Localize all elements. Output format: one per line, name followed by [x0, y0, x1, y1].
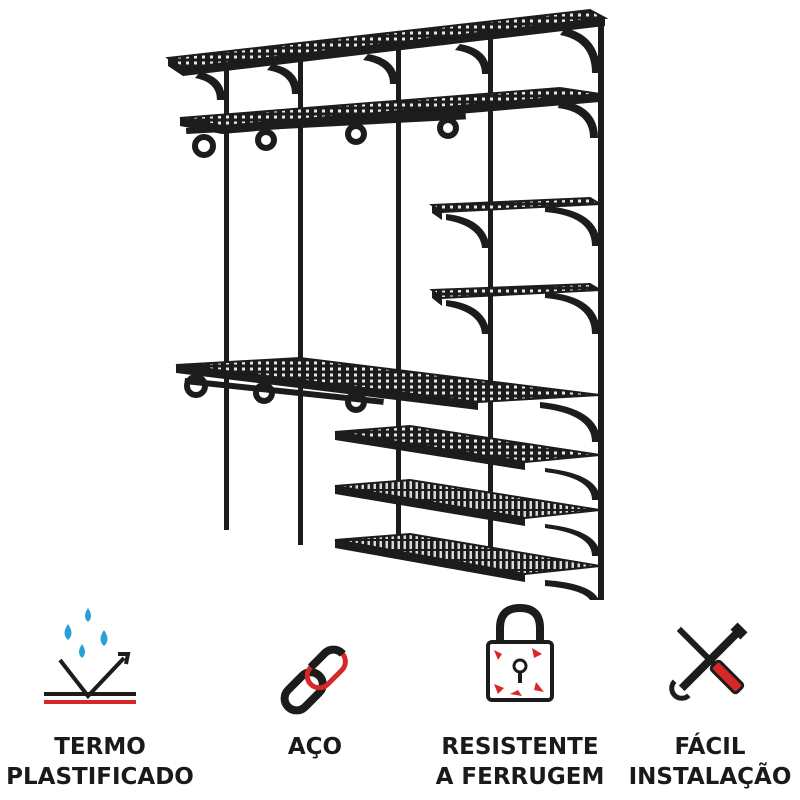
feature-label: RESISTENTE A FERRUGEM — [435, 734, 605, 790]
feature-label: FÁCIL INSTALAÇÃO — [628, 734, 792, 790]
feature-thermo-plastic: TERMO PLASTIFICADO — [0, 600, 200, 800]
feature-rust-resistant: RESISTENTE A FERRUGEM — [420, 600, 620, 800]
closet-shelving-illustration — [165, 8, 609, 600]
bottom-shelves — [334, 424, 601, 600]
upper-hanging-shelf — [179, 86, 601, 158]
rusty-padlock-icon — [486, 603, 554, 702]
wall-standards — [224, 20, 604, 600]
feature-easy-install: FÁCIL INSTALAÇÃO — [610, 600, 800, 800]
top-shelf — [165, 8, 609, 100]
water-drops-surface-icon — [44, 608, 136, 704]
wrench-screwdriver-icon — [669, 622, 748, 701]
chain-link-icon — [280, 645, 350, 715]
feature-label: TERMO PLASTIFICADO — [6, 734, 194, 790]
feature-steel: AÇO — [215, 600, 415, 800]
right-shelves — [429, 196, 604, 334]
feature-label: AÇO — [287, 734, 343, 760]
middle-long-shelf — [175, 356, 601, 442]
